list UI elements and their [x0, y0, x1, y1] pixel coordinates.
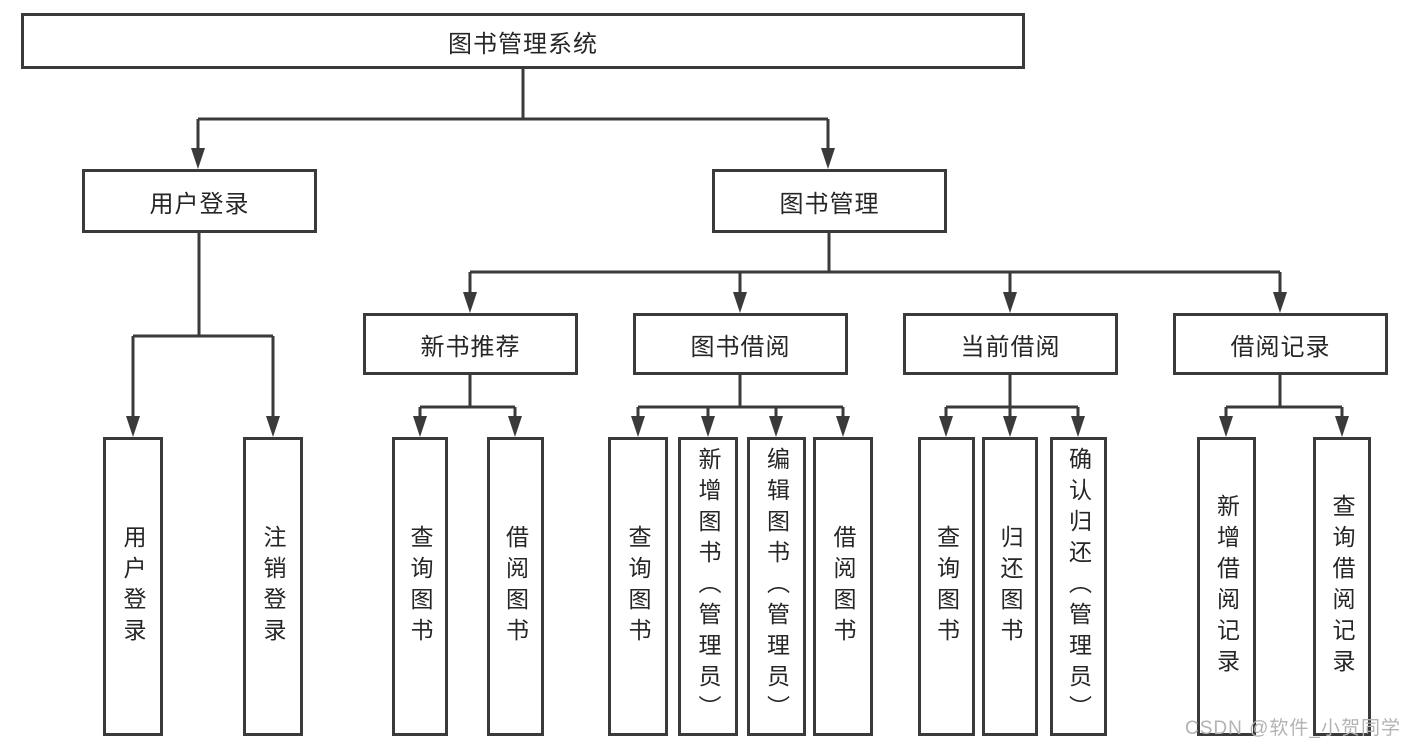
node-new-book-recommend: 新书推荐 [363, 313, 578, 375]
leaf-borrowing-edit-books-admin: 编辑图书（管理员） [747, 437, 806, 736]
leaf-borrowing-query-books: 查询图书 [608, 437, 668, 736]
node-current-borrowing: 当前借阅 [903, 313, 1118, 375]
node-label: 用户登录 [120, 524, 146, 649]
node-book-borrowing: 图书借阅 [633, 313, 848, 375]
leaf-newbook-query-books: 查询图书 [392, 437, 448, 736]
leaf-current-confirm-return-admin: 确认归还（管理员） [1050, 437, 1107, 736]
node-borrow-records: 借阅记录 [1173, 313, 1388, 375]
node-label: 归还图书 [997, 524, 1023, 649]
node-label: 借阅记录 [1230, 333, 1331, 361]
node-book-management: 图书管理 [712, 169, 947, 233]
node-label: 图书管理 [779, 190, 880, 218]
node-label: 图书借阅 [690, 333, 791, 361]
node-label: 查询图书 [625, 524, 651, 649]
leaf-current-query-books: 查询图书 [918, 437, 975, 736]
leaf-records-query-borrow-record: 查询借阅记录 [1313, 437, 1371, 736]
tree-edges [131, 69, 1344, 420]
node-label: 用户登录 [149, 190, 250, 218]
node-label: 确认归还（管理员） [1065, 447, 1092, 726]
leaf-user-login: 用户登录 [103, 437, 163, 736]
node-label: 借阅图书 [830, 524, 856, 649]
node-label: 借阅图书 [502, 524, 529, 649]
node-user-login: 用户登录 [82, 169, 317, 233]
watermark: CSDN @软件_小贺同学 [1185, 718, 1401, 739]
node-label: 查询借阅记录 [1329, 493, 1355, 680]
node-label: 当前借阅 [960, 333, 1061, 361]
leaf-current-return-books: 归还图书 [982, 437, 1038, 736]
leaf-logout-login: 注销登录 [243, 437, 303, 736]
leaf-records-add-borrow-record: 新增借阅记录 [1197, 437, 1256, 736]
node-label: 新书推荐 [420, 333, 521, 361]
node-label: 查询图书 [933, 524, 960, 649]
arrowhead-icons [126, 148, 1349, 437]
node-label: 新增图书（管理员） [695, 447, 721, 726]
node-label: 图书管理系统 [448, 30, 598, 58]
leaf-newbook-borrow-books: 借阅图书 [487, 437, 544, 736]
node-label: 注销登录 [260, 524, 286, 649]
node-library-management-system: 图书管理系统 [21, 13, 1025, 69]
node-label: 编辑图书（管理员） [763, 447, 790, 726]
node-label: 查询图书 [407, 524, 433, 649]
leaf-borrowing-borrow-books: 借阅图书 [813, 437, 873, 736]
node-label: 新增借阅记录 [1213, 493, 1240, 680]
leaf-borrowing-add-books-admin: 新增图书（管理员） [678, 437, 738, 736]
